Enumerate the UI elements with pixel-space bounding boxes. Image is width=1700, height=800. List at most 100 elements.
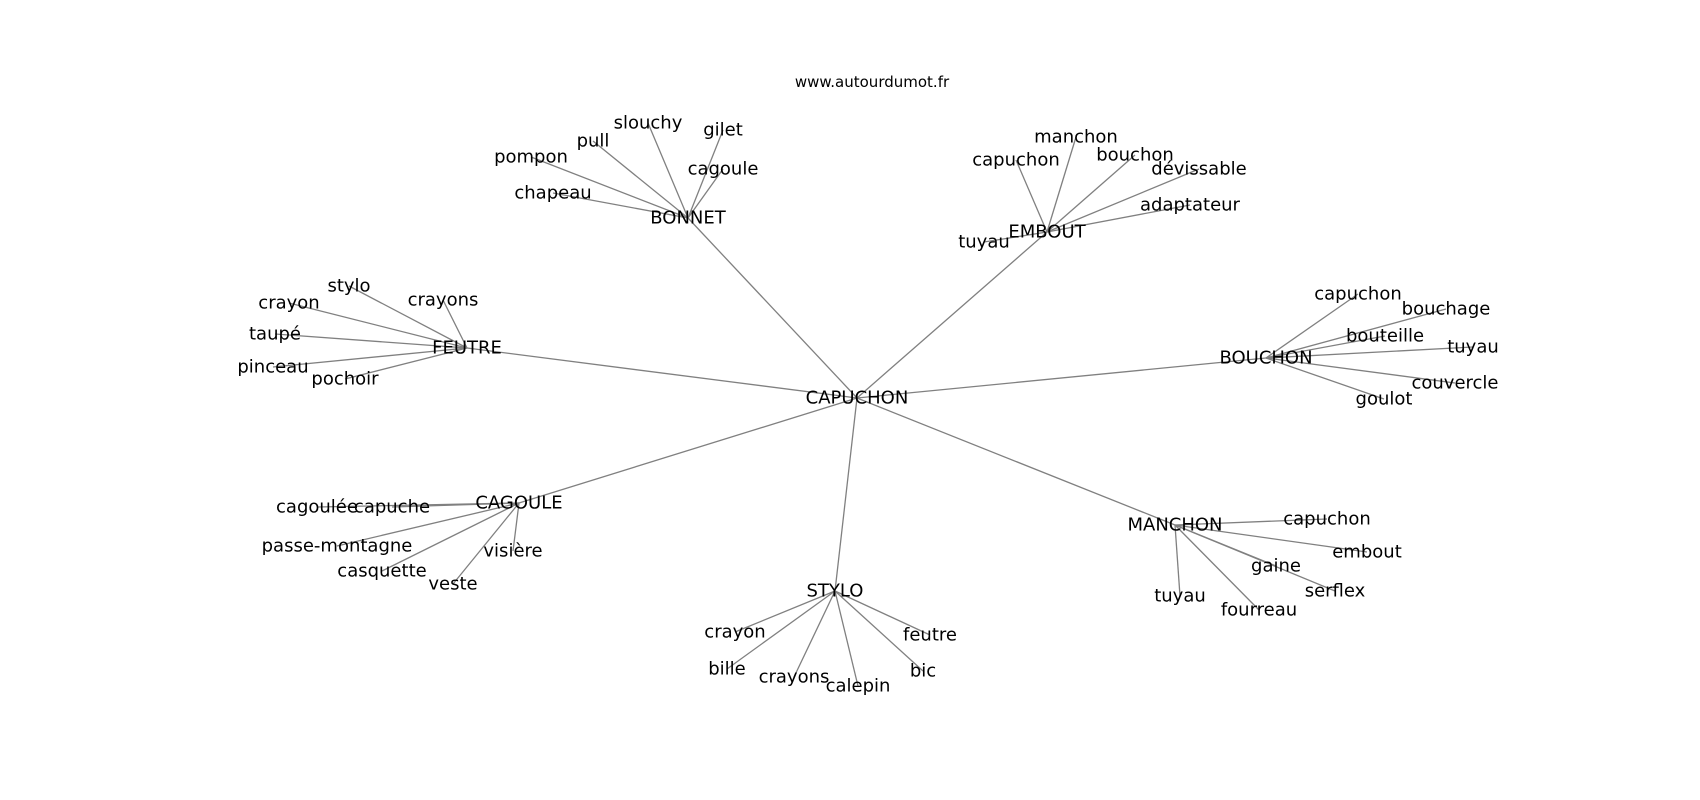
edge-center-manchon [856,397,1176,526]
hub-node-embout: EMBOUT [1008,222,1086,243]
leaf-node-cagoule: veste [428,574,477,595]
edge-manchon-leaf [1174,524,1336,592]
leaf-node-bouchon: capuchon [1314,284,1402,305]
edge-bonnet-leaf [687,129,724,219]
leaf-node-bouchon: bouchage [1402,299,1491,320]
edge-bonnet-leaf [687,168,724,219]
edge-manchon-leaf [1174,524,1181,597]
edge-feutre-leaf [442,299,468,349]
leaf-node-manchon: capuchon [1283,509,1371,530]
leaf-node-bonnet: slouchy [614,113,683,134]
leaf-node-feutre: crayon [258,293,319,314]
edge-embout-leaf [1046,204,1191,233]
edge-bouchon-leaf [1265,335,1386,359]
leaf-node-cagoule: passe-montagne [262,536,413,557]
leaf-node-stylo: bic [910,661,936,682]
leaf-node-embout: dévissable [1151,159,1246,180]
edge-cagoule-leaf [512,502,520,552]
edge-bonnet-leaf [530,156,689,219]
edge-embout-leaf [983,231,1048,243]
leaf-node-manchon: tuyau [1154,586,1206,607]
leaf-node-cagoule: visière [483,541,542,562]
leaf-node-embout: adaptateur [1140,195,1241,216]
edge-cagoule-leaf [391,502,520,508]
edge-center-cagoule [518,397,858,504]
graph-edges [272,122,1474,687]
leaf-node-bouchon: goulot [1356,389,1413,410]
leaf-node-cagoule: casquette [337,561,426,582]
edge-bonnet-leaf [552,192,689,219]
hub-node-cagoule: CAGOULE [475,493,562,514]
hub-node-feutre: FEUTRE [432,338,502,359]
edge-center-bouchon [856,357,1267,399]
leaf-node-stylo: crayons [759,667,830,688]
edge-bouchon-leaf [1265,308,1447,359]
hub-node-manchon: MANCHON [1127,515,1222,536]
leaf-node-bonnet: pompon [494,147,568,168]
leaf-node-cagoule: capuche [354,497,430,518]
leaf-node-stylo: crayon [704,622,765,643]
edge-feutre-leaf [288,302,468,349]
leaf-node-bouchon: couvercle [1411,373,1498,394]
edge-bouchon-leaf [1265,357,1456,384]
leaf-node-manchon: gaine [1251,556,1301,577]
hub-node-bouchon: BOUCHON [1219,348,1312,369]
edge-stylo-leaf [834,590,859,687]
edge-embout-leaf [1046,136,1077,233]
edge-center-stylo [834,397,858,592]
leaf-node-embout: manchon [1034,127,1118,148]
edge-embout-leaf [1015,159,1048,233]
edge-bouchon-leaf [1265,293,1359,359]
edge-stylo-leaf [734,590,836,633]
leaf-node-feutre: pochoir [311,369,379,390]
leaf-node-manchon: fourreau [1221,600,1297,621]
leaf-node-feutre: crayons [408,290,479,311]
edge-bonnet-leaf [592,140,689,219]
leaf-node-bouchon: bouteille [1346,326,1424,347]
leaf-node-feutre: stylo [327,276,370,297]
hub-node-stylo: STYLO [807,581,864,602]
leaf-node-stylo: bille [708,659,746,680]
leaf-node-bonnet: pull [577,131,610,152]
leaf-node-embout: tuyau [958,232,1010,253]
edge-feutre-leaf [344,347,468,380]
edge-manchon-leaf [1174,524,1260,611]
leaf-node-stylo: feutre [903,625,957,646]
edge-stylo-leaf [834,590,931,636]
leaf-node-bonnet: chapeau [514,183,591,204]
leaf-node-embout: bouchon [1096,145,1174,166]
edge-embout-leaf [1046,154,1136,233]
edge-center-feutre [466,347,858,399]
leaf-node-stylo: calepin [826,676,891,697]
edge-center-embout [856,231,1048,399]
leaf-node-cagoule: cagoulée [276,497,358,518]
edge-stylo-leaf [793,590,836,678]
edge-manchon-leaf [1174,518,1328,526]
leaf-node-bonnet: gilet [703,120,743,141]
leaf-node-embout: capuchon [972,150,1060,171]
edge-stylo-leaf [834,590,924,672]
center-node-label: CAPUCHON [806,388,909,409]
edge-bonnet-leaf [647,122,689,219]
edge-bouchon-leaf [1265,357,1385,400]
leaf-node-feutre: pinceau [237,357,308,378]
edge-cagoule-leaf [336,502,520,547]
site-credit: www.autourdumot.fr [795,73,950,91]
edge-feutre-leaf [348,285,468,349]
hub-node-bonnet: BONNET [650,208,727,229]
leaf-node-bouchon: tuyau [1447,337,1499,358]
leaf-node-feutre: taupé [249,324,301,345]
edge-bouchon-leaf [1265,346,1474,359]
leaf-node-manchon: serflex [1305,581,1366,602]
edge-feutre-leaf [272,347,468,368]
edge-stylo-leaf [726,590,836,670]
edge-embout-leaf [1046,168,1200,233]
edge-center-bonnet [687,217,858,399]
graph-labels: CAPUCHON BONNET slouchy gilet pull pompon cago… [237,113,1498,697]
leaf-node-manchon: embout [1332,542,1402,563]
edge-cagoule-leaf [452,502,520,585]
edge-cagoule-leaf [381,502,520,572]
leaf-node-bonnet: cagoule [688,159,759,180]
edge-manchon-leaf [1174,524,1368,553]
